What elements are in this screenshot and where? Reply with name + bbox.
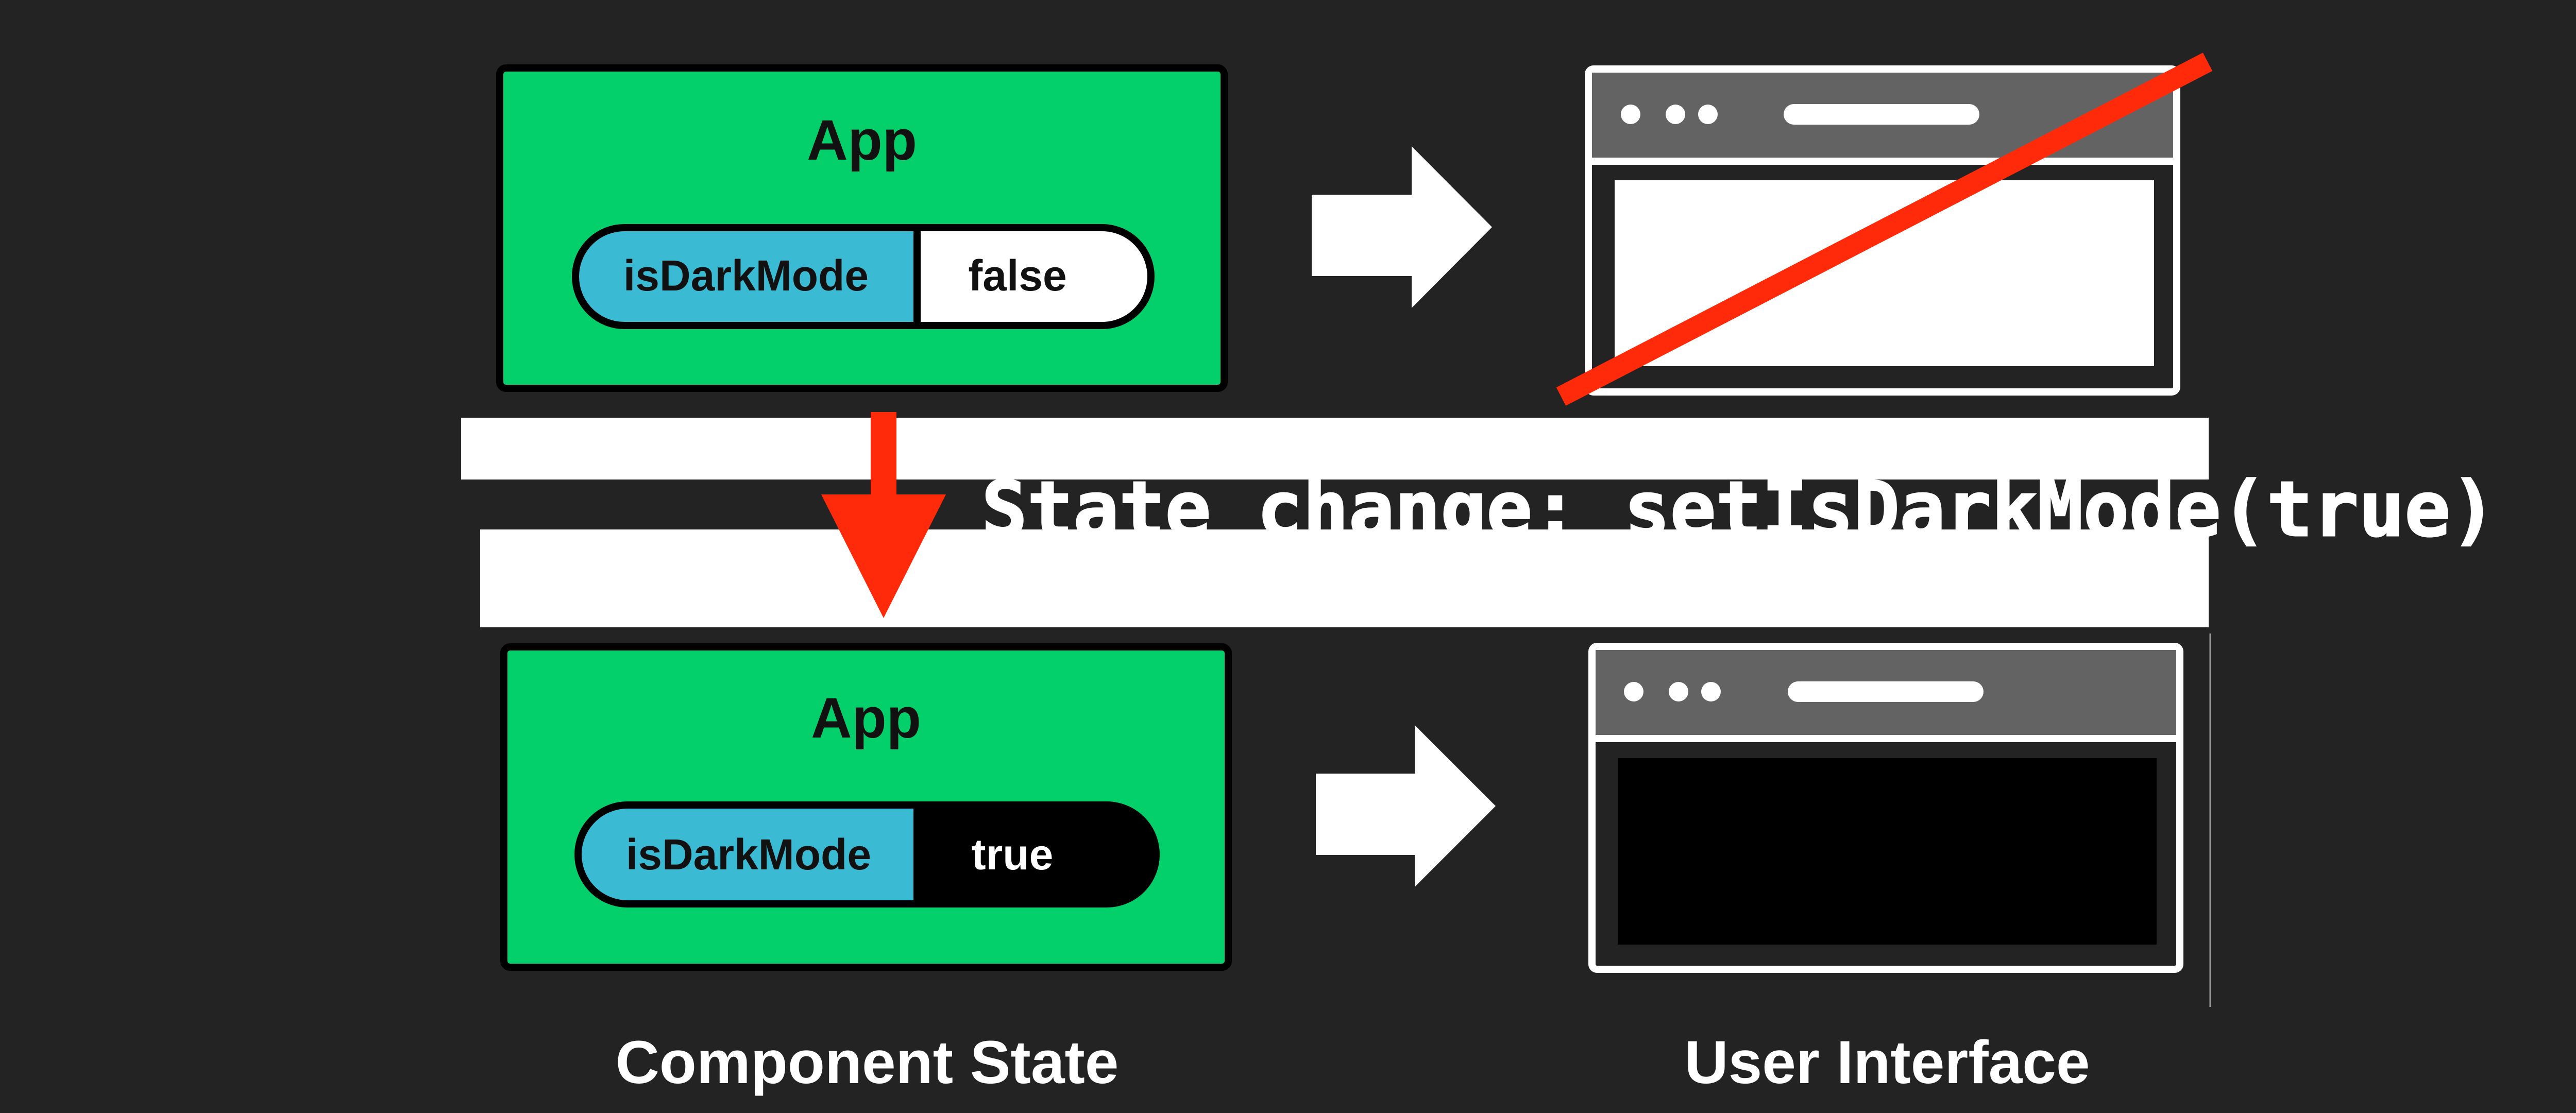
bottom-state-pill: isDarkMode true [574, 801, 1160, 907]
top-state-value-label: false [968, 251, 1066, 300]
window-controls-icon [1621, 105, 1718, 124]
bottom-state-key-bg [578, 805, 917, 904]
transition-bar-upper [461, 418, 2209, 480]
window-controls-icon [1624, 682, 1721, 701]
bottom-state-value-label: true [972, 830, 1054, 879]
right-arrow-icon [1316, 725, 1496, 887]
top-window-content-light [1615, 180, 2154, 366]
top-state-pill: isDarkMode false [572, 224, 1155, 329]
right-arrow-icon [1312, 146, 1492, 308]
transition-bar-lower [480, 529, 2209, 627]
top-component-title: App [807, 109, 917, 172]
window-dot [1698, 105, 1718, 124]
bottom-state-key-label: isDarkMode [626, 830, 871, 879]
window-dot [1701, 682, 1721, 701]
top-state-key-label: isDarkMode [623, 251, 869, 300]
state-change-label: State change: setIsDarkMode(true) [981, 465, 2496, 554]
window-dot [1621, 105, 1640, 124]
address-bar [1784, 104, 1979, 125]
bottom-state-value-bg [917, 805, 1156, 904]
top-state-key-bg [575, 228, 917, 326]
top-state-pill-border [572, 224, 1155, 329]
down-arrow-head [821, 494, 946, 618]
down-arrow-icon [821, 412, 946, 618]
down-arrow-shaft [871, 412, 896, 500]
bottom-component-title: App [811, 687, 921, 750]
window-dot [1669, 682, 1688, 701]
user-interface-caption: User Interface [1684, 1029, 2090, 1097]
address-bar [1788, 681, 1984, 702]
top-component-card: App isDarkMode false [496, 64, 1228, 392]
component-state-caption: Component State [616, 1029, 1119, 1097]
transition-band: State change: setIsDarkMode(true) [461, 418, 2497, 627]
bottom-state-pill-border [574, 801, 1160, 907]
bottom-ui-window [1588, 643, 2183, 973]
window-dot [1666, 105, 1685, 124]
bottom-component-card: App isDarkMode true [500, 643, 1232, 971]
bottom-window-content-dark [1618, 758, 2157, 945]
top-state-value-bg [917, 228, 1151, 326]
strike-through-line [1556, 53, 2213, 406]
window-dot [1624, 682, 1643, 701]
